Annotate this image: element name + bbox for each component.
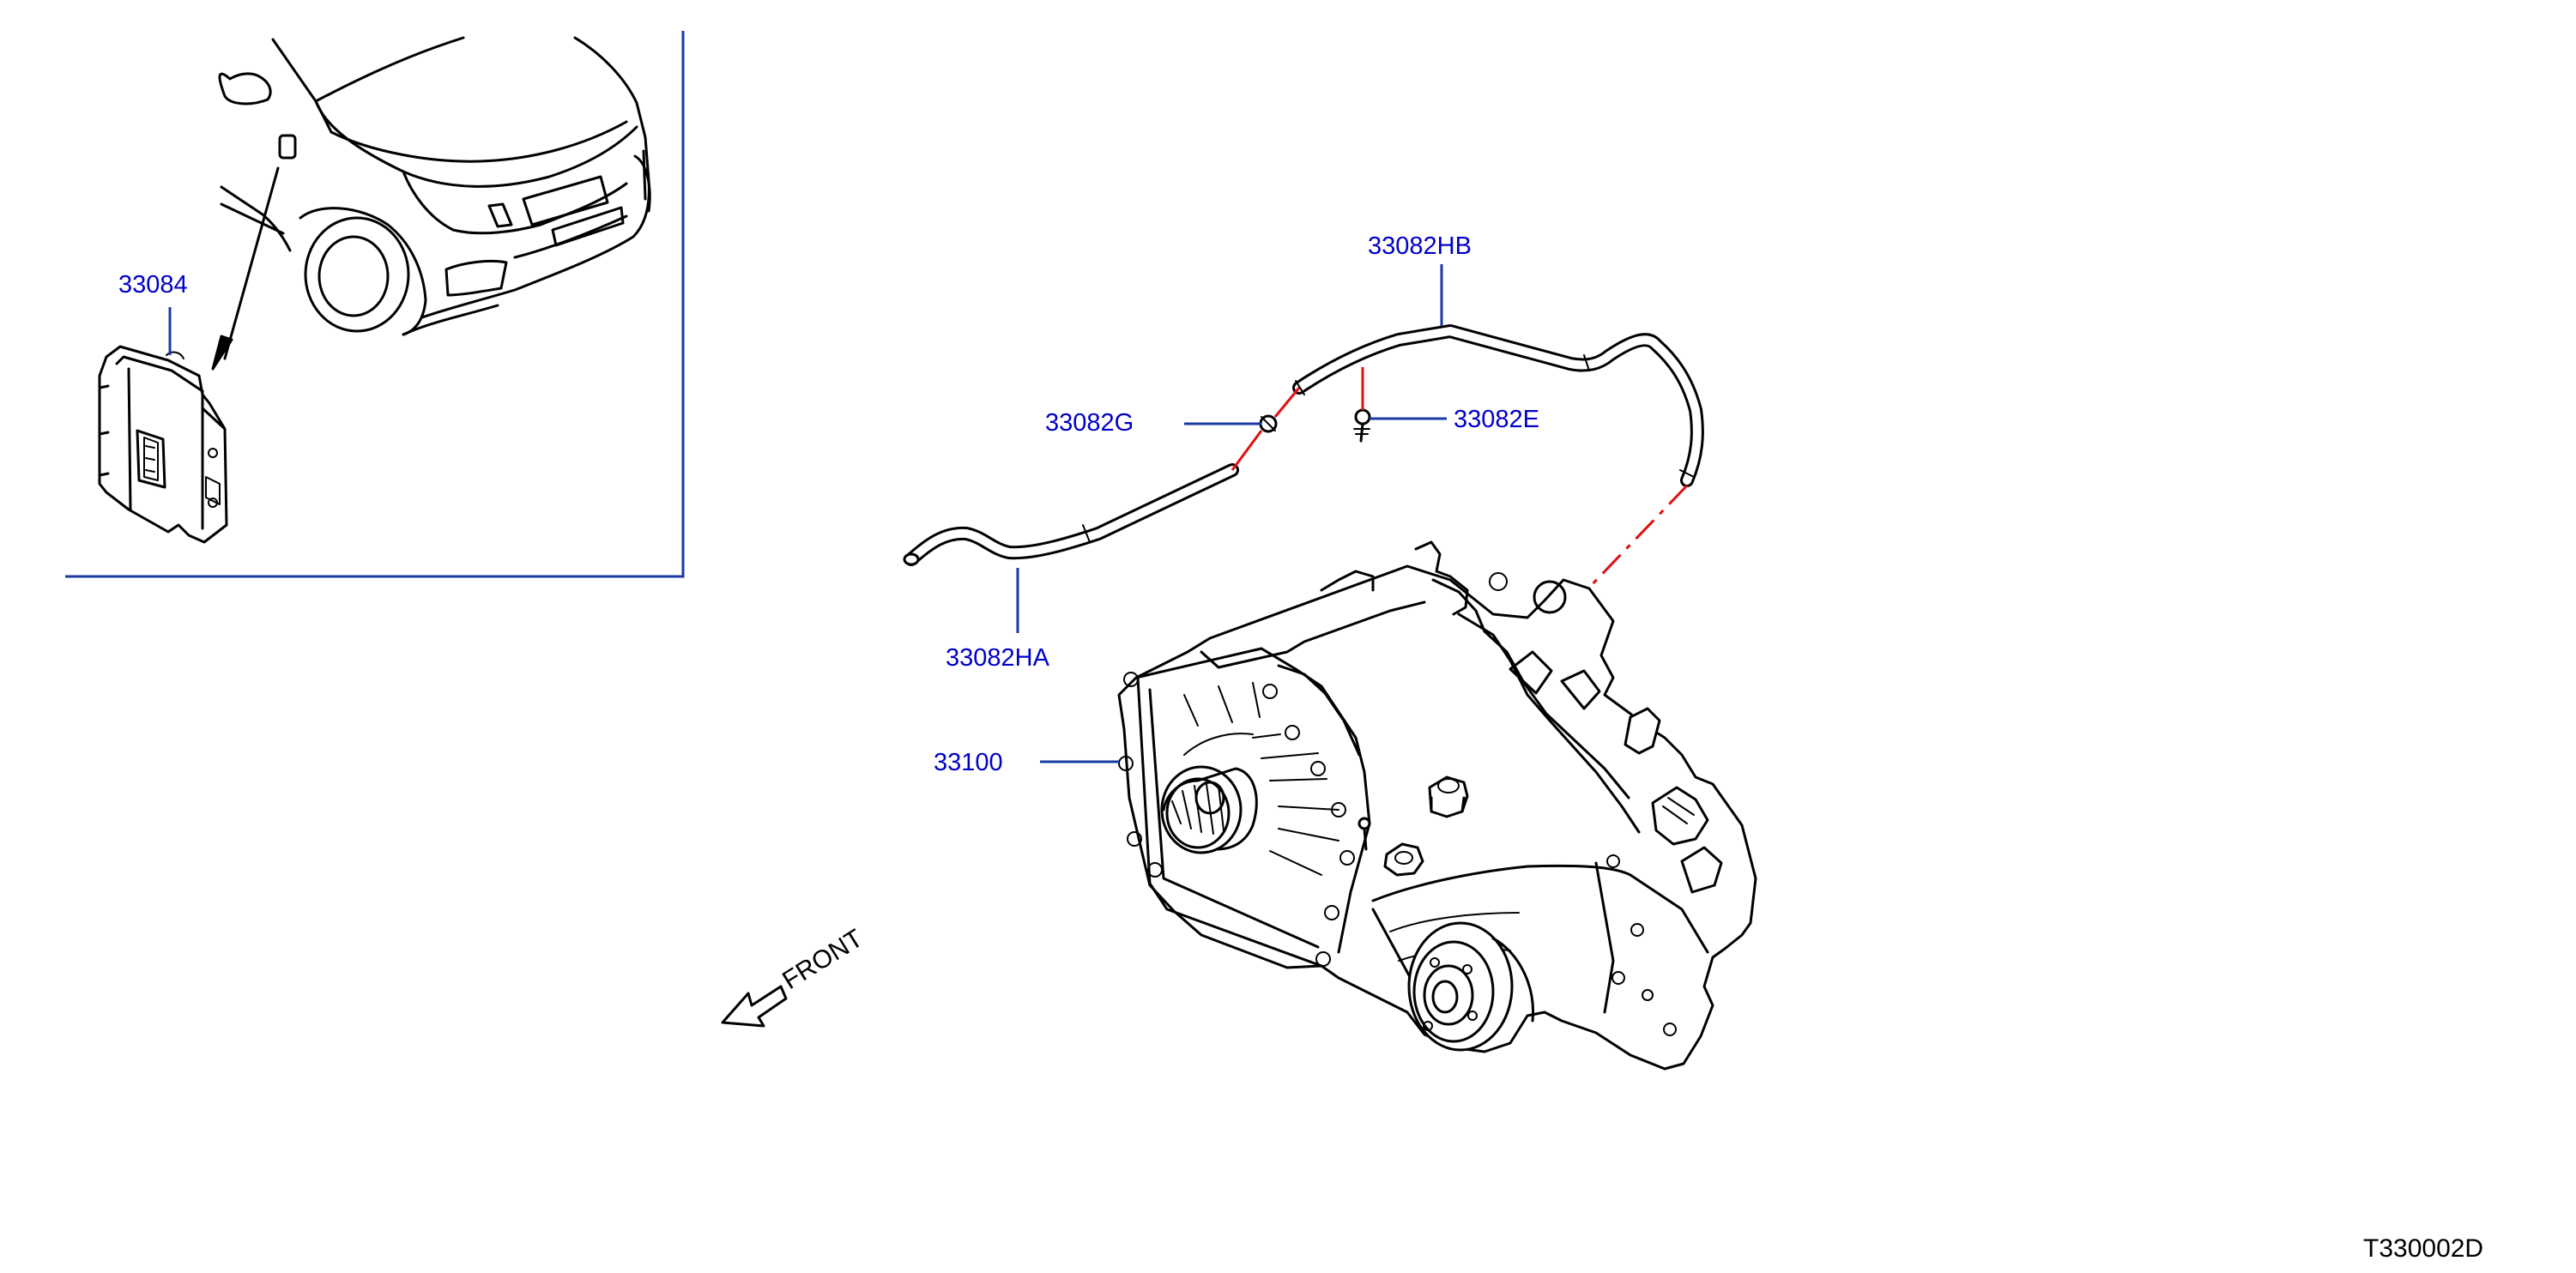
leader-lines (168, 264, 1447, 763)
label-33100[interactable]: 33100 (934, 749, 1003, 776)
part-labels: 33084 33082HB 33082G 33082E 33082HA 3310… (118, 232, 1539, 776)
inset-frame (65, 31, 685, 578)
transfer-case-33100 (1117, 540, 1757, 1071)
vehicle-illustration (218, 36, 651, 336)
breather-hose-assembly (903, 324, 1704, 822)
front-indicator: FRONT (721, 924, 868, 1028)
control-unit-33084 (98, 345, 228, 544)
hose-33082HB (1292, 324, 1704, 487)
label-33082HB[interactable]: 33082HB (1368, 232, 1472, 260)
label-33082HA[interactable]: 33082HA (946, 644, 1050, 672)
pointer-arrow (211, 166, 280, 371)
clip-33082E (1353, 408, 1371, 443)
flange-bolts (1118, 672, 1355, 967)
diagram-code: T330002D (2363, 1234, 2483, 1263)
front-output-shaft (1160, 765, 1258, 854)
connector-line-hb-g (1273, 387, 1301, 418)
electrical-connectors (1624, 707, 1723, 894)
label-33084[interactable]: 33084 (118, 271, 188, 299)
front-label: FRONT (777, 924, 868, 995)
front-arrow-icon (721, 985, 788, 1028)
fill-plugs (1383, 775, 1469, 877)
inset-panel (65, 31, 685, 578)
hose-33082HA (903, 463, 1239, 566)
rear-output-flange (1407, 921, 1535, 1052)
connector-33082G (1259, 414, 1278, 433)
label-33082E[interactable]: 33082E (1454, 406, 1539, 433)
connector-line-g-ha (1231, 430, 1263, 471)
label-33082G[interactable]: 33082G (1045, 409, 1134, 437)
